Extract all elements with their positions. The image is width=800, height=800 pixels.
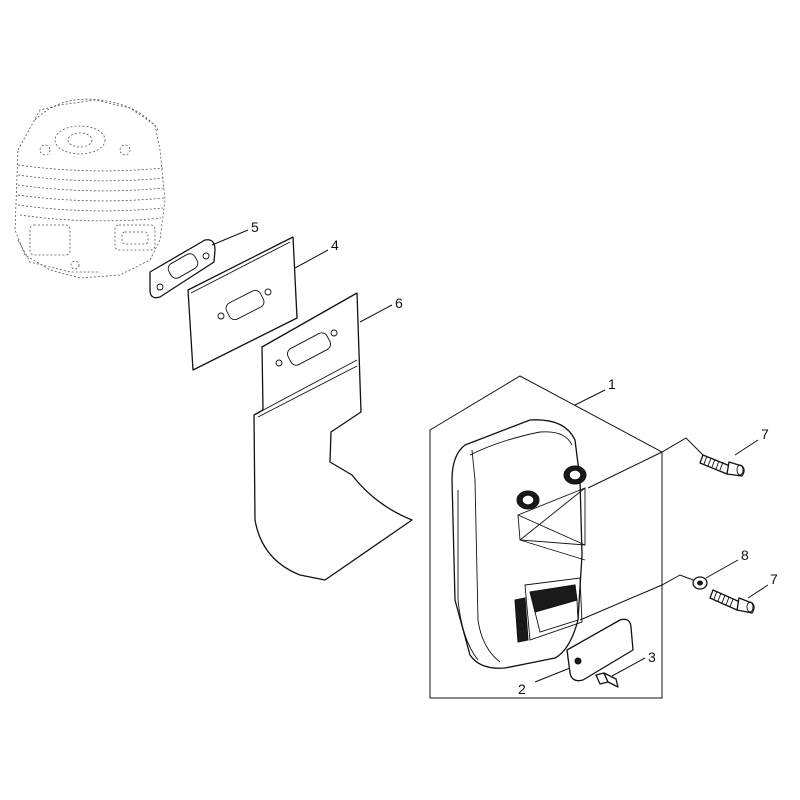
- callout-7-lower: 7: [770, 571, 778, 587]
- leader-line-8: [705, 559, 739, 579]
- leader-line-4: [294, 249, 329, 269]
- bolt-upper: [699, 454, 745, 477]
- callout-2: 2: [518, 681, 526, 697]
- callout-8: 8: [741, 547, 749, 563]
- leader-line-2: [534, 667, 571, 683]
- leader-line-7-lower: [747, 584, 769, 599]
- callout-5: 5: [251, 219, 259, 235]
- cylinder-reference: [14, 98, 166, 279]
- heat-shield: [253, 292, 413, 581]
- cover-plate: [566, 618, 634, 682]
- leader-line-7-upper: [734, 439, 759, 456]
- alignment-line-upper: [587, 437, 704, 489]
- alignment-line-lower: [579, 574, 694, 621]
- callout-3: 3: [648, 649, 656, 665]
- bolt-lower: [709, 589, 755, 614]
- leader-line-3: [611, 657, 646, 677]
- leader-line-5: [211, 229, 249, 246]
- callout-6: 6: [395, 295, 403, 311]
- muffler: [451, 419, 587, 669]
- small-screw: [595, 672, 619, 688]
- leader-line-6: [359, 304, 393, 323]
- callout-4: 4: [331, 237, 339, 253]
- leader-line-1: [574, 389, 606, 406]
- muffler-group-box: [429, 375, 663, 699]
- gasket-plate: [187, 236, 298, 371]
- callout-7-upper: 7: [761, 426, 769, 442]
- washer: [692, 576, 708, 590]
- callout-1: 1: [608, 376, 616, 392]
- gasket-small: [149, 239, 216, 299]
